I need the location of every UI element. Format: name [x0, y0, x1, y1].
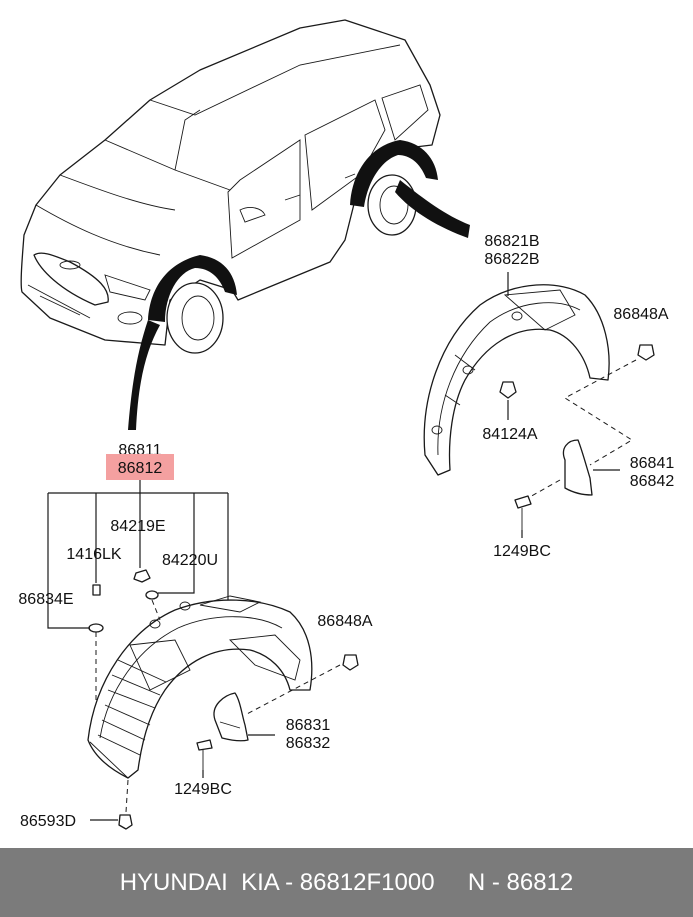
- part-number-footer: HYUNDAI KIA - 86812F1000 N - 86812: [0, 848, 693, 917]
- rear-fasteners: [499, 344, 655, 530]
- label-1249BC-front: 1249BC: [174, 781, 232, 798]
- label-86593D: 86593D: [20, 813, 76, 830]
- label-86831: 86831: [286, 717, 331, 734]
- label-86822B: 86822B: [484, 251, 539, 268]
- label-86812: 86812: [118, 460, 163, 477]
- label-86841: 86841: [630, 455, 675, 472]
- label-86848A-front: 86848A: [317, 613, 372, 630]
- label-86834E: 86834E: [18, 591, 73, 608]
- label-84124A: 84124A: [482, 426, 537, 443]
- front-fasteners: [88, 569, 359, 830]
- parts-diagram: 86811 86812 84219E 1416LK 84220U 86834E …: [18, 19, 674, 830]
- label-1249BC-rear: 1249BC: [493, 543, 551, 560]
- part-number-labels: 86811 86812 84219E 1416LK 84220U 86834E …: [18, 233, 674, 830]
- front-mud-flap: [213, 692, 249, 742]
- rear-wheel-guard-liner: [423, 284, 610, 476]
- rear-mud-flap: [562, 439, 593, 496]
- front-wheel-guard-liner: [87, 595, 313, 779]
- highlight-86812: [106, 454, 174, 480]
- label-86832: 86832: [286, 735, 331, 752]
- label-86848A-rear: 86848A: [613, 306, 668, 323]
- label-1416LK: 1416LK: [66, 546, 121, 563]
- rear-leader-lines: [507, 272, 637, 538]
- label-84219E: 84219E: [110, 518, 165, 535]
- label-84220U: 84220U: [162, 552, 218, 569]
- front-leader-lines: [47, 480, 341, 821]
- label-86821B: 86821B: [484, 233, 539, 250]
- label-86842: 86842: [630, 473, 675, 490]
- car-illustration: [20, 19, 470, 430]
